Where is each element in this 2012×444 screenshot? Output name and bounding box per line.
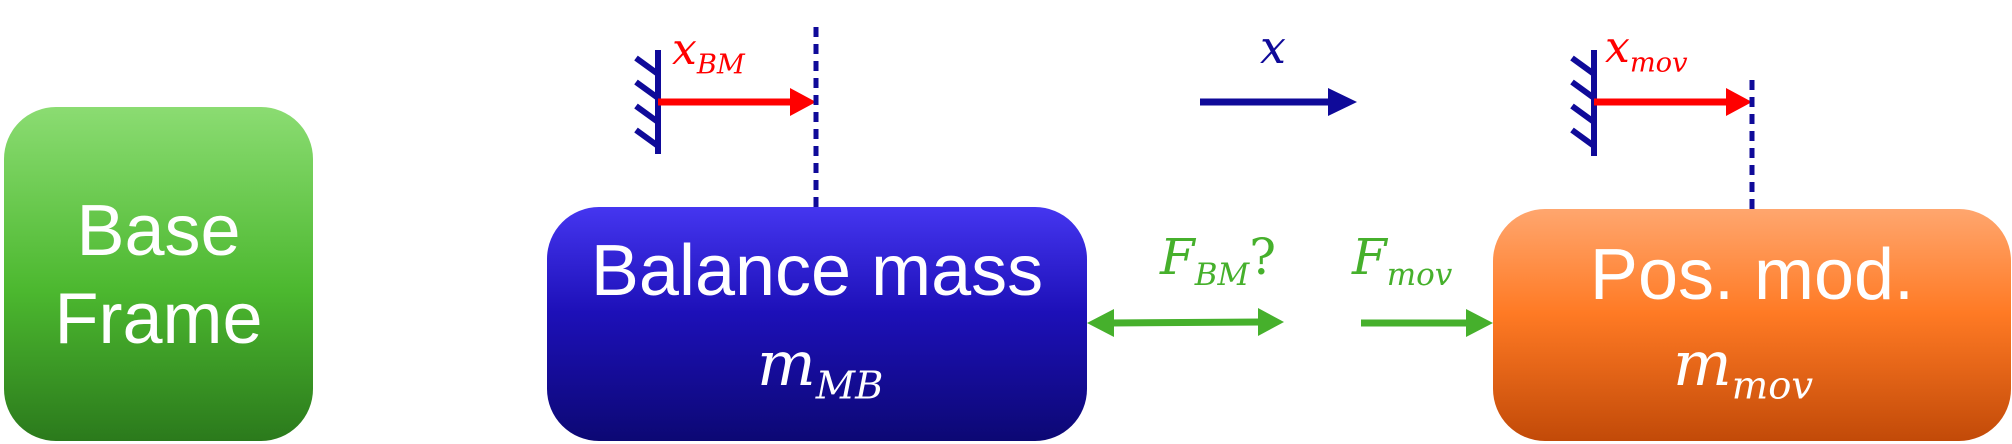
f-mov-label: Fmov [1352,228,1453,293]
x-direction-arrow [1200,88,1357,116]
f-bm-label: FBM? [1160,228,1277,293]
balance-mass-block: Balance mass mMB [547,207,1087,441]
fixed-wall-left-icon [634,50,661,154]
x-mov-label: xmov [1605,22,1688,79]
x-bm-label: xBM [672,24,745,81]
pos-mod-title: Pos. mod. [1589,235,1915,315]
pos-mod-mass-symbol: mmov [1673,327,1814,409]
x-axis-label: x [1260,20,1286,74]
base-frame-block: Base Frame [4,107,313,441]
base-frame-label-line1: Base [76,191,241,271]
base-frame-label-line2: Frame [54,279,263,359]
x-mov-arrow [1594,88,1752,116]
fixed-wall-right-icon [1570,50,1597,156]
pos-mod-block: Pos. mod. mmov [1493,209,2011,441]
balance-mass-title: Balance mass [590,231,1044,311]
x-bm-arrow [658,88,816,116]
f-bm-double-arrow [1087,308,1284,337]
balance-mass-symbol: mMB [757,327,884,409]
f-mov-arrow [1361,309,1493,337]
